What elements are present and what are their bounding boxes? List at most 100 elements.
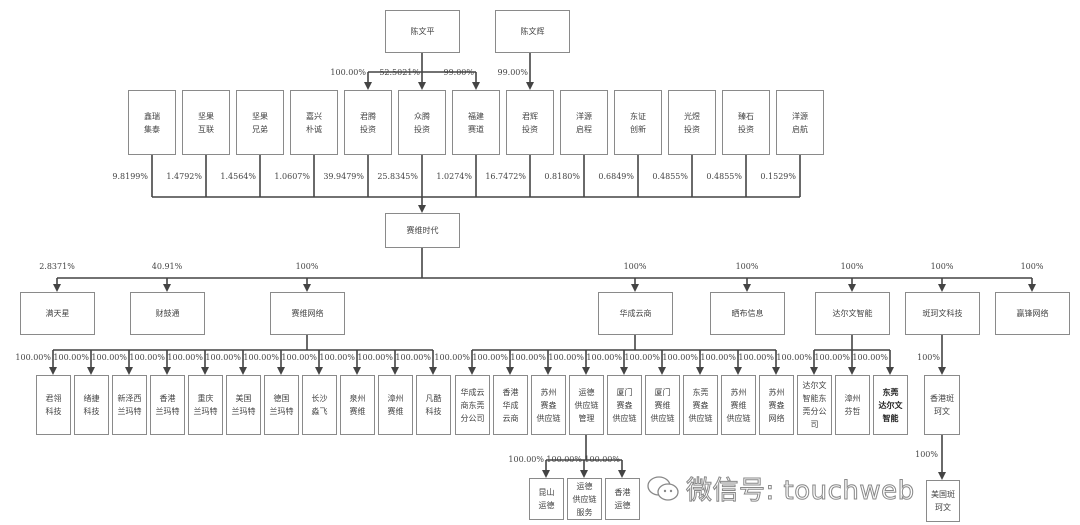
- subsidiary-box: 华成云商: [598, 292, 673, 335]
- ownership-percentage: 100.00%: [624, 353, 660, 362]
- arrow-head-icon: [277, 367, 285, 375]
- shareholder-box: 众腾 投资: [398, 90, 446, 155]
- ownership-percentage: 100.00%: [395, 353, 431, 362]
- subsidiary-box: 重庆 兰玛特: [188, 375, 223, 435]
- ownership-percentage: 1.4792%: [166, 172, 202, 181]
- arrow-head-icon: [53, 284, 61, 292]
- ownership-percentage: 100.00%: [586, 353, 622, 362]
- ownership-percentage: 100.00%: [548, 353, 584, 362]
- subsidiary-box: 绪捷 科技: [74, 375, 109, 435]
- arrow-head-icon: [303, 284, 311, 292]
- subsidiary-box: 华成云 商东莞 分公司: [455, 375, 490, 435]
- ownership-percentage: 0.4855%: [652, 172, 688, 181]
- ownership-percentage: 52.5021%: [379, 68, 420, 77]
- ownership-percentage: 100%: [930, 262, 954, 271]
- arrow-head-icon: [163, 284, 171, 292]
- arrow-head-icon: [848, 367, 856, 375]
- arrow-head-icon: [810, 367, 818, 375]
- subsidiary-box: 香港斑 珂文: [924, 375, 960, 435]
- ownership-percentage: 100.00%: [852, 353, 888, 362]
- ownership-percentage: 100.00%: [434, 353, 470, 362]
- ownership-percentage: 100.00%: [472, 353, 508, 362]
- arrow-head-icon: [201, 367, 209, 375]
- subsidiary-box: 昆山 运德: [529, 478, 564, 520]
- subsidiary-box: 运德 供应链 服务: [567, 478, 602, 520]
- ownership-percentage: 16.7472%: [485, 172, 526, 181]
- arrow-head-icon: [938, 284, 946, 292]
- ownership-percentage: 0.4855%: [706, 172, 742, 181]
- ownership-percentage: 39.9479%: [323, 172, 364, 181]
- subsidiary-box: 达尔文 智能东 莞分公 司: [797, 375, 832, 435]
- arrow-head-icon: [87, 367, 95, 375]
- subsidiary-box: 满天星: [20, 292, 95, 335]
- subsidiary-box: 香港 兰玛特: [150, 375, 185, 435]
- ownership-percentage: 0.1529%: [760, 172, 796, 181]
- subsidiary-box: 漳州 赛维: [378, 375, 413, 435]
- arrow-head-icon: [1028, 284, 1036, 292]
- ownership-percentage: 100.00%: [15, 353, 51, 362]
- arrow-head-icon: [542, 470, 550, 478]
- subsidiary-box: 达尔文智能: [815, 292, 890, 335]
- person-box: 陈文平: [385, 10, 460, 53]
- subsidiary-box: 赢锋网络: [995, 292, 1070, 335]
- arrow-head-icon: [772, 367, 780, 375]
- arrow-head-icon: [49, 367, 57, 375]
- watermark-text: 微信号: touchweb: [686, 476, 915, 507]
- arrow-head-icon: [526, 82, 534, 90]
- ownership-percentage: 100.00%: [330, 68, 366, 77]
- subsidiary-box: 东莞 赛盎 供应链: [683, 375, 718, 435]
- subsidiary-box: 晒布信息: [710, 292, 785, 335]
- arrow-head-icon: [544, 367, 552, 375]
- subsidiary-box: 美国 兰玛特: [226, 375, 261, 435]
- arrow-head-icon: [582, 367, 590, 375]
- watermark: 微信号: touchweb: [646, 470, 915, 507]
- arrow-head-icon: [618, 470, 626, 478]
- ownership-percentage: 100.00%: [205, 353, 241, 362]
- wechat-icon: [647, 475, 679, 501]
- ownership-percentage: 100%: [915, 450, 938, 459]
- ownership-percentage: 100.00%: [662, 353, 698, 362]
- subsidiary-box: 斑珂文科技: [905, 292, 980, 335]
- arrow-head-icon: [658, 367, 666, 375]
- ownership-percentage: 100%: [1020, 262, 1044, 271]
- shareholder-box: 光煜 投资: [668, 90, 716, 155]
- shareholder-box: 洋源 启程: [560, 90, 608, 155]
- subsidiary-box: 厦门 赛维 供应链: [645, 375, 680, 435]
- ownership-percentage: 100.00%: [281, 353, 317, 362]
- arrow-head-icon: [938, 472, 946, 480]
- shareholder-box: 臻石 投资: [722, 90, 770, 155]
- subsidiary-box: 美国斑 珂文: [926, 480, 960, 522]
- ownership-percentage: 1.0607%: [274, 172, 310, 181]
- ownership-percentage: 100.00%: [510, 353, 546, 362]
- arrow-head-icon: [418, 205, 426, 213]
- subsidiary-box: 漳州 芬哲: [835, 375, 870, 435]
- subsidiary-box: 厦门 赛盎 供应链: [607, 375, 642, 435]
- arrow-head-icon: [743, 284, 751, 292]
- subsidiary-box: 香港 运德: [605, 478, 640, 520]
- subsidiary-box: 君翎 科技: [36, 375, 71, 435]
- arrow-head-icon: [429, 367, 437, 375]
- arrow-head-icon: [734, 367, 742, 375]
- ownership-percentage: 2.8371%: [39, 262, 75, 271]
- shareholder-box: 东证 创新: [614, 90, 662, 155]
- ownership-percentage: 100.00%: [546, 455, 582, 464]
- subsidiary-box: 凡酷 科技: [416, 375, 451, 435]
- arrow-head-icon: [938, 367, 946, 375]
- shareholder-box: 嘉兴 朴诚: [290, 90, 338, 155]
- ownership-percentage: 99.00%: [497, 68, 528, 77]
- ownership-percentage: 100.00%: [738, 353, 774, 362]
- ownership-percentage: 100.00%: [167, 353, 203, 362]
- arrow-head-icon: [506, 367, 514, 375]
- ownership-percentage: 100.00%: [776, 353, 812, 362]
- ownership-percentage: 100.00%: [129, 353, 165, 362]
- arrow-head-icon: [620, 367, 628, 375]
- subsidiary-box: 运德 供应链 管理: [569, 375, 604, 435]
- shareholder-box: 福建 赛道: [452, 90, 500, 155]
- subsidiary-box: 赛维网络: [270, 292, 345, 335]
- person-box: 陈文辉: [495, 10, 570, 53]
- ownership-percentage: 100%: [840, 262, 864, 271]
- arrow-head-icon: [125, 367, 133, 375]
- ownership-percentage: 100%: [917, 353, 940, 362]
- ownership-percentage: 100.00%: [53, 353, 89, 362]
